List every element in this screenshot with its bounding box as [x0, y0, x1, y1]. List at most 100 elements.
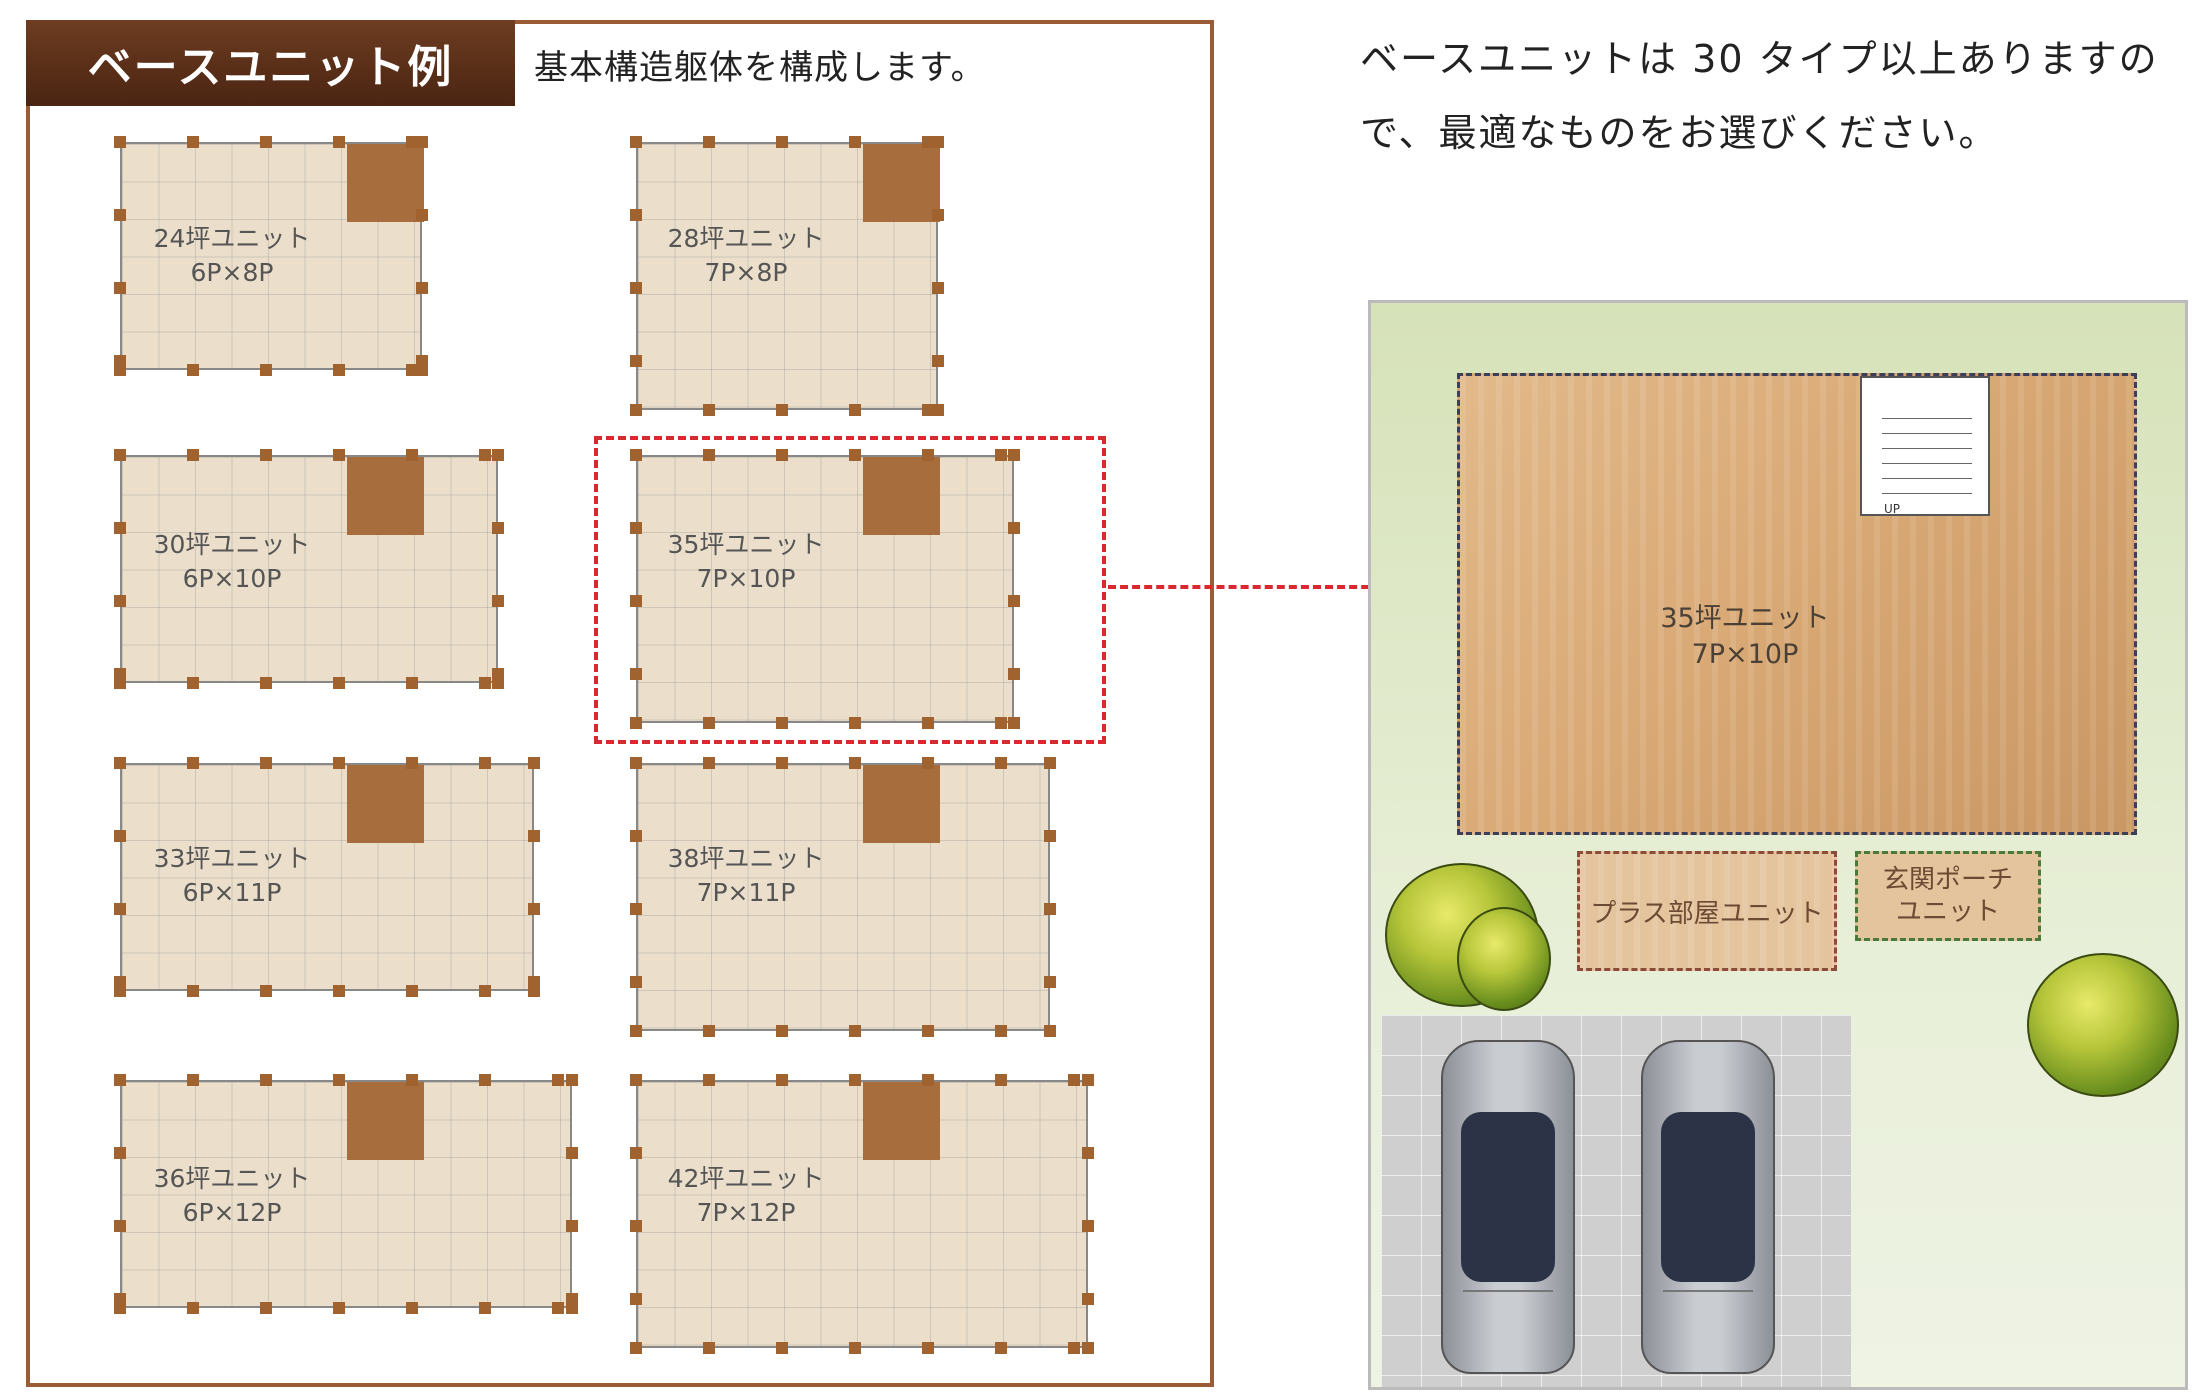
post-marker — [528, 757, 540, 769]
core-block — [347, 457, 424, 535]
post-marker — [187, 364, 199, 376]
unit-plan-35 — [636, 455, 1014, 723]
post-marker — [114, 985, 126, 997]
post-marker — [1082, 1074, 1094, 1086]
post-marker — [114, 1147, 126, 1159]
unit-plan-42 — [636, 1080, 1088, 1348]
post-marker — [406, 1074, 418, 1086]
post-marker — [492, 522, 504, 534]
stairs-icon: UP — [1860, 376, 1990, 516]
tree-icon — [1457, 907, 1551, 1011]
main-unit-size: 7P×10P — [1691, 639, 1799, 670]
post-marker — [566, 1147, 578, 1159]
porch-label-line-2: ユニット — [1895, 897, 2000, 927]
post-marker — [492, 595, 504, 607]
unit-plan-30 — [120, 455, 498, 683]
post-marker — [333, 677, 345, 689]
post-marker — [566, 1074, 578, 1086]
post-marker — [406, 449, 418, 461]
post-marker — [114, 209, 126, 221]
post-marker — [849, 1025, 861, 1037]
post-marker — [406, 757, 418, 769]
post-marker — [479, 757, 491, 769]
post-marker — [922, 1342, 934, 1354]
post-marker — [406, 677, 418, 689]
post-marker — [630, 282, 642, 294]
unit-plan-33 — [120, 763, 534, 991]
post-marker — [1068, 1074, 1080, 1086]
post-marker — [849, 1342, 861, 1354]
post-marker — [1008, 522, 1020, 534]
post-marker — [566, 1302, 578, 1314]
post-marker — [703, 757, 715, 769]
post-marker — [333, 1074, 345, 1086]
stairs-up-label: UP — [1884, 502, 1901, 516]
post-marker — [114, 677, 126, 689]
post-marker — [630, 1293, 642, 1305]
post-marker — [260, 364, 272, 376]
post-marker — [630, 522, 642, 534]
post-marker — [187, 985, 199, 997]
post-marker — [187, 1074, 199, 1086]
car-icon — [1441, 1040, 1575, 1374]
post-marker — [703, 449, 715, 461]
post-marker — [922, 136, 934, 148]
post-marker — [114, 1074, 126, 1086]
post-marker — [187, 136, 199, 148]
post-marker — [630, 136, 642, 148]
panel-title: ベースユニット例 — [26, 20, 515, 106]
post-marker — [114, 976, 126, 988]
post-marker — [849, 449, 861, 461]
post-marker — [630, 1342, 642, 1354]
post-marker — [187, 757, 199, 769]
post-marker — [1044, 1025, 1056, 1037]
post-marker — [114, 364, 126, 376]
post-marker — [703, 1342, 715, 1354]
parking-area — [1381, 1015, 1851, 1387]
post-marker — [630, 717, 642, 729]
post-marker — [1044, 830, 1056, 842]
post-marker — [260, 677, 272, 689]
main-unit-35: UP 35坪ユニット 7P×10P — [1457, 373, 2137, 835]
post-marker — [630, 976, 642, 988]
post-marker — [552, 1074, 564, 1086]
post-marker — [114, 595, 126, 607]
post-marker — [416, 209, 428, 221]
post-marker — [630, 595, 642, 607]
post-marker — [630, 404, 642, 416]
post-marker — [416, 136, 428, 148]
post-marker — [630, 1147, 642, 1159]
post-marker — [1044, 976, 1056, 988]
post-marker — [114, 830, 126, 842]
core-block — [863, 765, 940, 843]
post-marker — [333, 136, 345, 148]
post-marker — [922, 717, 934, 729]
post-marker — [528, 903, 540, 915]
post-marker — [333, 757, 345, 769]
post-marker — [1082, 1293, 1094, 1305]
post-marker — [406, 985, 418, 997]
core-block — [347, 1082, 424, 1160]
main-unit-label: 35坪ユニット 7P×10P — [1630, 601, 1860, 673]
tree-icon — [2027, 953, 2179, 1097]
post-marker — [776, 136, 788, 148]
post-marker — [114, 522, 126, 534]
post-marker — [776, 1342, 788, 1354]
post-marker — [995, 1025, 1007, 1037]
selected-unit-highlight — [594, 436, 1106, 744]
core-block — [347, 765, 424, 843]
post-marker — [922, 757, 934, 769]
post-marker — [260, 449, 272, 461]
post-marker — [260, 757, 272, 769]
car-icon — [1641, 1040, 1775, 1374]
core-block — [863, 457, 940, 535]
post-marker — [703, 404, 715, 416]
post-marker — [1044, 757, 1056, 769]
post-marker — [922, 1025, 934, 1037]
post-marker — [922, 449, 934, 461]
